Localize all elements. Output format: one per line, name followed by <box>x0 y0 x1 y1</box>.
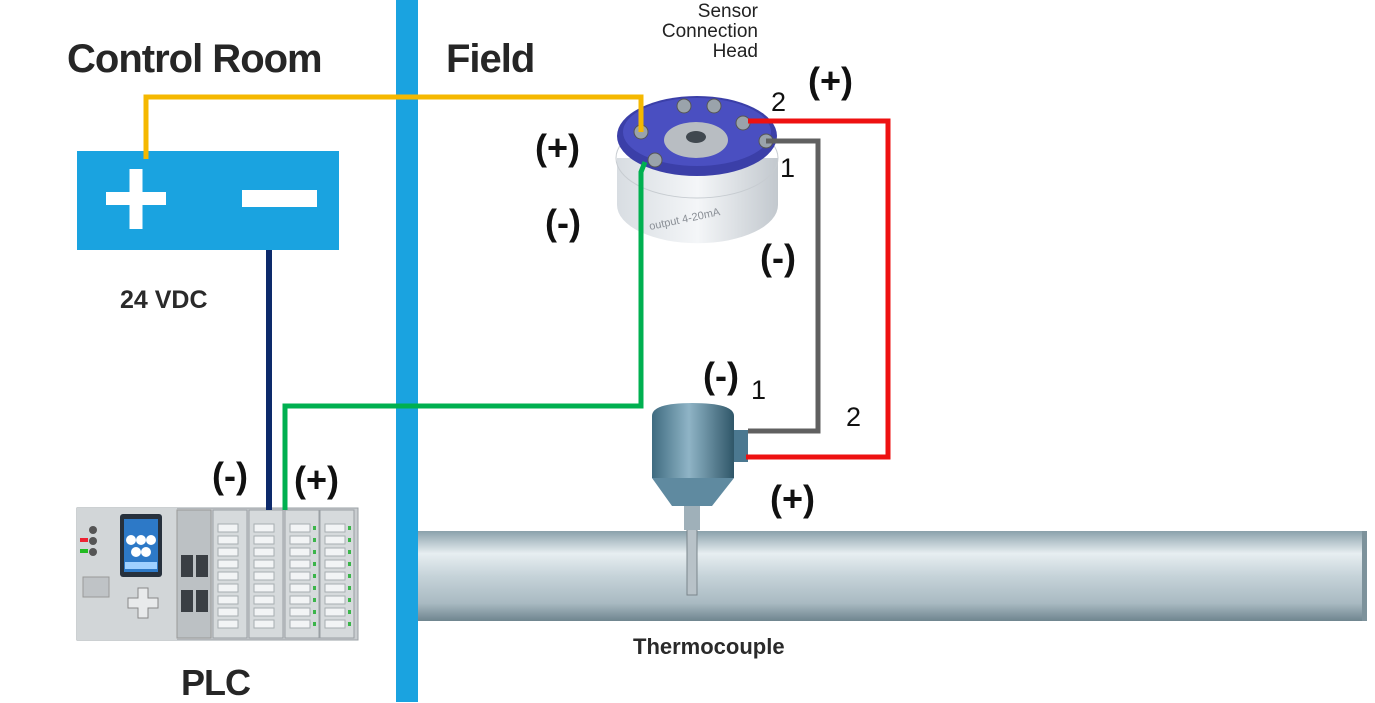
region-divider <box>396 0 418 702</box>
power-supply-label: 24 VDC <box>120 286 208 314</box>
plc-minus-label: (-) <box>212 455 248 496</box>
plc-io-led <box>313 586 316 590</box>
plc-io-terminal <box>253 607 275 617</box>
plc-io-terminal <box>217 547 239 557</box>
plc-io-led <box>348 526 351 530</box>
plc-io-led <box>313 574 316 578</box>
plc-io-terminal <box>289 607 311 617</box>
sensor-connection-head: output 4-20mA <box>615 96 779 244</box>
tc-terminal-1: 1 <box>751 375 767 405</box>
head-terminal-2: 2 <box>771 87 787 117</box>
plc-io-terminal <box>253 571 275 581</box>
plc-io-led <box>348 562 351 566</box>
plc-io-terminal <box>324 559 346 569</box>
minus-symbol <box>242 190 317 207</box>
plc-io-terminal <box>217 559 239 569</box>
plc-io-terminal <box>217 583 239 593</box>
plc-io-led <box>313 610 316 614</box>
plc-io-terminal <box>324 535 346 545</box>
plc-io-led <box>348 622 351 626</box>
plc-io-terminal <box>253 523 275 533</box>
plc-io-terminal <box>289 571 311 581</box>
plc-plus-label: (+) <box>294 459 339 500</box>
plc-io-terminal <box>217 523 239 533</box>
plc-io-terminal <box>324 583 346 593</box>
plc-io-led <box>348 574 351 578</box>
field-label: Field <box>446 37 535 81</box>
thermocouple-assembly <box>652 403 748 596</box>
loop-positive-wire <box>143 94 644 159</box>
pipe <box>418 531 1367 621</box>
gray-wire-minus-label: (-) <box>760 237 796 278</box>
plc-io-terminal <box>217 619 239 629</box>
plc-io-terminal <box>253 547 275 557</box>
plc-io-led <box>348 598 351 602</box>
head-top-plus-label: (+) <box>808 60 853 101</box>
plc-io-terminal <box>253 559 275 569</box>
plc-io-led <box>348 550 351 554</box>
plc-io-terminal <box>289 595 311 605</box>
power-supply-box <box>77 151 339 250</box>
plc-io-terminal <box>217 535 239 545</box>
plc-io-led <box>313 526 316 530</box>
plc-io-terminal <box>324 607 346 617</box>
plc-io-led <box>348 610 351 614</box>
tc-terminal-2: 2 <box>846 402 862 432</box>
control-room-label: Control Room <box>67 37 323 81</box>
plc-io-led <box>313 562 316 566</box>
plc-io-terminal <box>217 571 239 581</box>
plc-io-terminal <box>324 547 346 557</box>
plc-rack <box>76 507 359 641</box>
sensor-head-title: Sensor Connection Head <box>661 1 758 62</box>
plc-io-led <box>313 622 316 626</box>
plc-io-terminal <box>253 595 275 605</box>
plc-io-terminal <box>324 523 346 533</box>
plc-io-terminal <box>217 607 239 617</box>
tc-minus-label: (-) <box>703 355 739 396</box>
head-left-minus-label: (-) <box>545 202 581 243</box>
plc-io-terminal <box>324 619 346 629</box>
head-terminal-1: 1 <box>780 153 796 183</box>
plc-io-terminal <box>217 595 239 605</box>
plc-io-led <box>313 538 316 542</box>
plc-io-terminal <box>289 559 311 569</box>
plc-io-terminal <box>253 583 275 593</box>
plc-io-terminal <box>289 523 311 533</box>
plc-io-terminal <box>289 547 311 557</box>
plc-io-terminal <box>289 535 311 545</box>
plc-io-terminal <box>324 571 346 581</box>
plc-label: PLC <box>181 662 251 703</box>
tc-positive-wire <box>746 118 891 460</box>
plc-io-terminal <box>289 619 311 629</box>
tc-negative-wire <box>748 138 821 434</box>
plc-io-terminal <box>324 595 346 605</box>
tc-plus-label: (+) <box>770 478 815 519</box>
loop-return-wire <box>282 161 648 510</box>
plc-io-terminal <box>253 535 275 545</box>
thermocouple-label: Thermocouple <box>633 634 785 659</box>
plc-io-terminal <box>253 619 275 629</box>
plc-io-led <box>313 598 316 602</box>
plc-io-led <box>313 550 316 554</box>
plc-io-led <box>348 538 351 542</box>
plc-io-led <box>348 586 351 590</box>
plc-io-terminal <box>289 583 311 593</box>
head-left-plus-label: (+) <box>535 127 580 168</box>
